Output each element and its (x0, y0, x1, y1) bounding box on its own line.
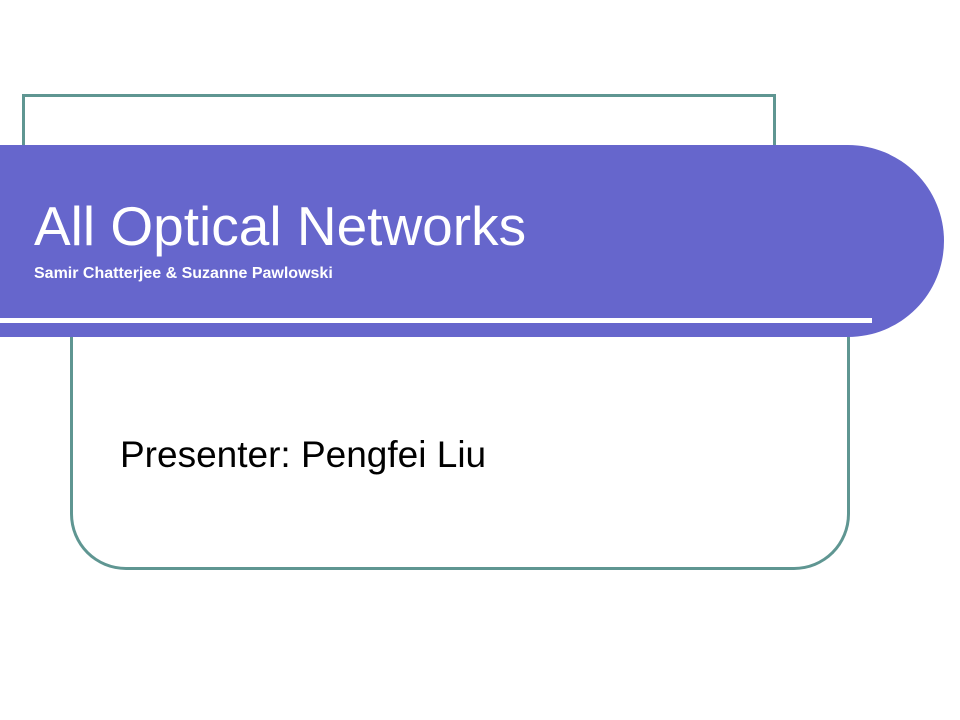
title-band-rule (0, 318, 872, 323)
title-band (0, 145, 944, 337)
decorative-frame-top (22, 94, 776, 154)
slide-title: All Optical Networks (34, 195, 527, 257)
presenter-text: Presenter: Pengfei Liu (120, 434, 487, 475)
slide-subtitle-authors: Samir Chatterjee & Suzanne Pawlowski (34, 265, 333, 282)
decorative-frame-bottom (70, 300, 850, 570)
